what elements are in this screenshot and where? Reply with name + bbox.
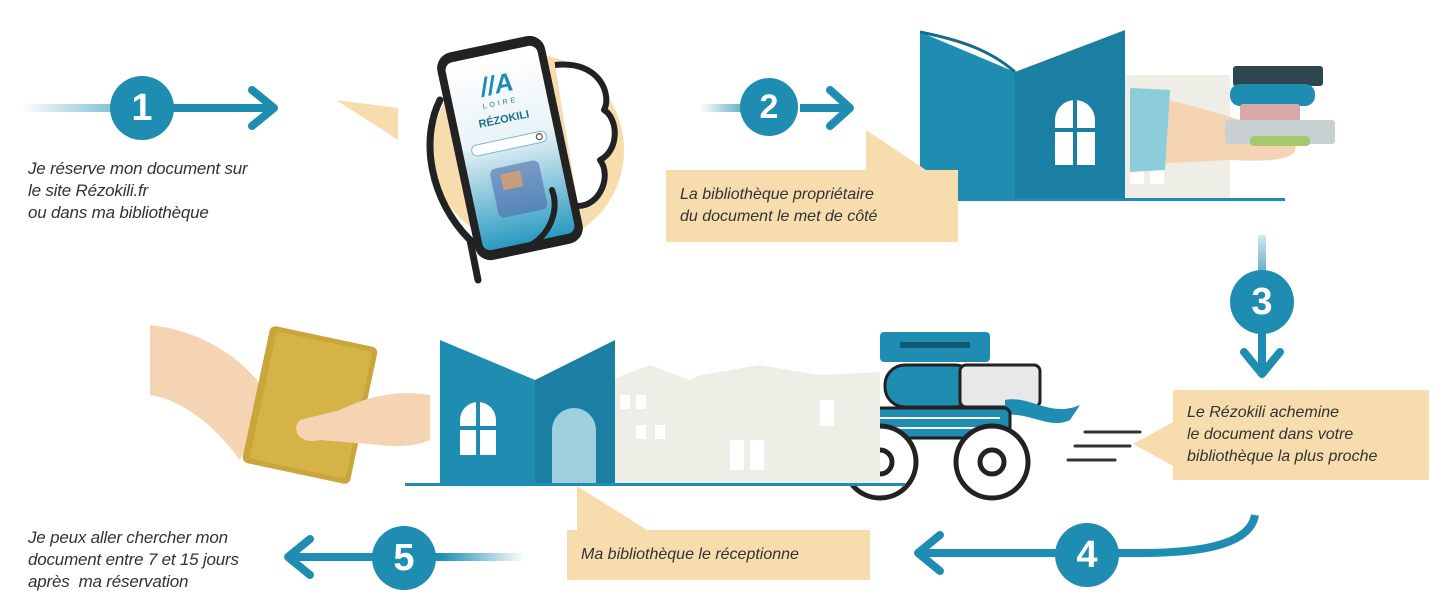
step-2-badge: 2 [740,78,798,136]
bubble-tail [577,486,647,530]
step-2-caption-line: du document le met de côté [680,208,878,225]
bubble-tail [1133,422,1173,466]
arrow-step-2 [700,86,854,130]
phone-illustration: //A LOIRE RÉZOKILI [336,35,624,284]
step-3-bubble: Le Rézokili achemine le document dans vo… [1133,390,1429,480]
step-1-caption: Je réserve mon document sur le site Rézo… [28,158,248,224]
step-3-caption-line: bibliothèque la plus proche [1187,448,1378,465]
step-5-caption-line: document entre 7 et 15 jours [28,550,239,569]
step-3-caption-line: Le Rézokili achemine [1187,404,1340,421]
step-1-caption-line: ou dans ma bibliothèque [28,203,209,222]
step-3-badge: 3 [1230,270,1294,334]
bubble-tail [866,130,926,170]
step-1-caption-line: Je réserve mon document sur [28,159,248,178]
step-3-caption-line: le document dans votre [1187,426,1354,443]
step-2-bubble: La bibliothèque propriétaire du document… [666,130,958,242]
arrow-step-3 [1240,235,1284,378]
step-5-caption-line: Je peux aller chercher mon [28,528,228,547]
svg-text://A: //A [476,66,516,102]
step-1-caption-line: le site Rézokili.fr [28,181,148,200]
step-5-badge: 5 [372,526,436,590]
step-5-caption-line: après ma réservation [28,572,189,591]
delivery-illustration [841,332,1142,501]
arrow-step-1 [20,86,278,130]
step-2-caption-line: La bibliothèque propriétaire [680,186,874,203]
step-4-bubble: Ma bibliothèque le réceptionne [567,486,870,580]
arrow-step-4 [914,513,1259,575]
step-4-caption-line: Ma bibliothèque le réceptionne [581,546,799,563]
step-5-caption: Je peux aller chercher mon document entr… [28,527,239,593]
library-illustration-top [910,30,1335,201]
library-illustration-bottom [405,340,905,486]
step-1-badge: 1 [110,76,174,140]
hands-book-illustration [150,325,430,484]
step-4-badge: 4 [1055,523,1119,587]
